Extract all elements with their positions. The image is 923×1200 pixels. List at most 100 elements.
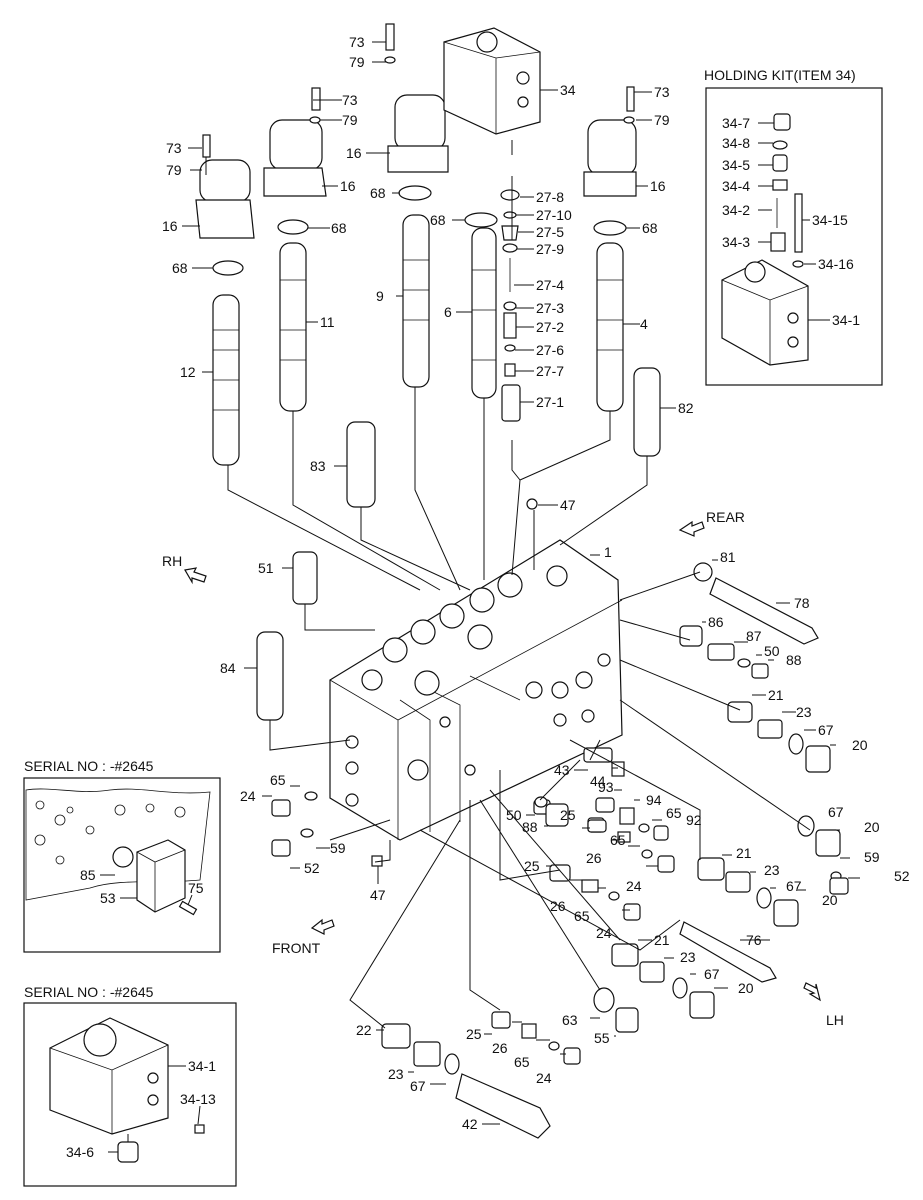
label-25: 25 — [466, 1026, 482, 1042]
label-27-5: 27-5 — [536, 224, 564, 240]
label-85: 85 — [80, 867, 96, 883]
label-23: 23 — [388, 1066, 404, 1082]
direction-front: FRONT — [272, 940, 321, 956]
label-63: 63 — [562, 1012, 578, 1028]
label-27-10: 27-10 — [536, 207, 572, 223]
serial-inset-2-frame — [23, 1002, 237, 1187]
label-34-8: 34-8 — [722, 135, 750, 151]
label-84: 84 — [220, 660, 236, 676]
part-labels: 73 79 16 68 73 79 16 68 73 79 16 68 73 7… — [66, 34, 910, 1160]
label-73: 73 — [166, 140, 182, 156]
label-34-7: 34-7 — [722, 115, 750, 131]
label-79: 79 — [654, 112, 670, 128]
label-65: 65 — [270, 772, 286, 788]
label-67: 67 — [786, 878, 802, 894]
rear-arrow-icon — [678, 520, 705, 537]
label-73: 73 — [349, 34, 365, 50]
label-53: 53 — [100, 890, 116, 906]
label-59: 59 — [864, 849, 880, 865]
label-22: 22 — [356, 1022, 372, 1038]
label-87: 87 — [746, 628, 762, 644]
label-25: 25 — [560, 807, 576, 823]
direction-rh: RH — [162, 553, 182, 569]
label-16: 16 — [650, 178, 666, 194]
label-34-6: 34-6 — [66, 1144, 94, 1160]
label-20: 20 — [822, 892, 838, 908]
label-27-6: 27-6 — [536, 342, 564, 358]
label-34-13: 34-13 — [180, 1091, 216, 1107]
label-34-16: 34-16 — [818, 256, 854, 272]
label-68: 68 — [642, 220, 658, 236]
label-20: 20 — [864, 819, 880, 835]
serial-inset-1-frame — [23, 777, 221, 953]
spools — [212, 214, 661, 721]
label-79: 79 — [349, 54, 365, 70]
label-34-4: 34-4 — [722, 178, 750, 194]
holding-kit-title: HOLDING KIT(ITEM 34) — [704, 67, 856, 83]
label-73: 73 — [342, 92, 358, 108]
serial-inset-1: SERIAL NO : -#2645 — [23, 758, 221, 953]
leader-lines — [227, 140, 811, 1029]
rh-arrow-icon — [184, 567, 207, 585]
label-34-2: 34-2 — [722, 202, 750, 218]
label-44: 44 — [590, 773, 606, 789]
label-51: 51 — [258, 560, 274, 576]
label-6: 6 — [444, 304, 452, 320]
label-21: 21 — [768, 687, 784, 703]
label-92: 92 — [686, 812, 702, 828]
label-21: 21 — [736, 845, 752, 861]
label-43: 43 — [554, 762, 570, 778]
label-leaders — [100, 41, 860, 1153]
label-16: 16 — [346, 145, 362, 161]
label-50: 50 — [506, 807, 522, 823]
label-20: 20 — [852, 737, 868, 753]
label-88: 88 — [786, 652, 802, 668]
label-65: 65 — [610, 832, 626, 848]
main-valve-body — [329, 539, 623, 841]
label-24: 24 — [596, 925, 612, 941]
seal-rings — [212, 185, 627, 276]
label-24: 24 — [536, 1070, 552, 1086]
label-9: 9 — [376, 288, 384, 304]
label-79: 79 — [342, 112, 358, 128]
label-93: 93 — [598, 779, 614, 795]
label-78: 78 — [794, 595, 810, 611]
side-parts — [271, 562, 849, 1139]
label-21: 21 — [654, 932, 670, 948]
label-68: 68 — [430, 212, 446, 228]
label-82: 82 — [678, 400, 694, 416]
front-arrow-icon — [310, 918, 335, 935]
direction-indicators: REAR RH FRONT LH — [162, 509, 844, 1028]
label-27-1: 27-1 — [536, 394, 564, 410]
label-27-9: 27-9 — [536, 241, 564, 257]
label-16: 16 — [162, 218, 178, 234]
label-34-5: 34-5 — [722, 157, 750, 173]
label-67: 67 — [704, 966, 720, 982]
label-68: 68 — [172, 260, 188, 276]
serial-inset-2: SERIAL NO : -#2645 — [23, 984, 237, 1187]
label-94: 94 — [646, 792, 662, 808]
label-86: 86 — [708, 614, 724, 630]
direction-lh: LH — [826, 1012, 844, 1028]
label-34-1: 34-1 — [188, 1058, 216, 1074]
label-73: 73 — [654, 84, 670, 100]
label-67: 67 — [818, 722, 834, 738]
label-23: 23 — [764, 862, 780, 878]
label-26: 26 — [586, 850, 602, 866]
label-1: 1 — [604, 544, 612, 560]
label-68: 68 — [331, 220, 347, 236]
label-34-15: 34-15 — [812, 212, 848, 228]
label-11: 11 — [320, 314, 335, 330]
holding-kit-inset: HOLDING KIT(ITEM 34) — [704, 67, 883, 386]
label-81: 81 — [720, 549, 736, 565]
label-27-7: 27-7 — [536, 363, 564, 379]
lh-arrow-icon — [803, 982, 821, 1002]
label-34-1: 34-1 — [832, 312, 860, 328]
label-24: 24 — [240, 788, 256, 804]
label-68: 68 — [370, 185, 386, 201]
label-47: 47 — [370, 887, 386, 903]
label-76: 76 — [746, 932, 762, 948]
label-50: 50 — [764, 643, 780, 659]
label-23: 23 — [680, 949, 696, 965]
